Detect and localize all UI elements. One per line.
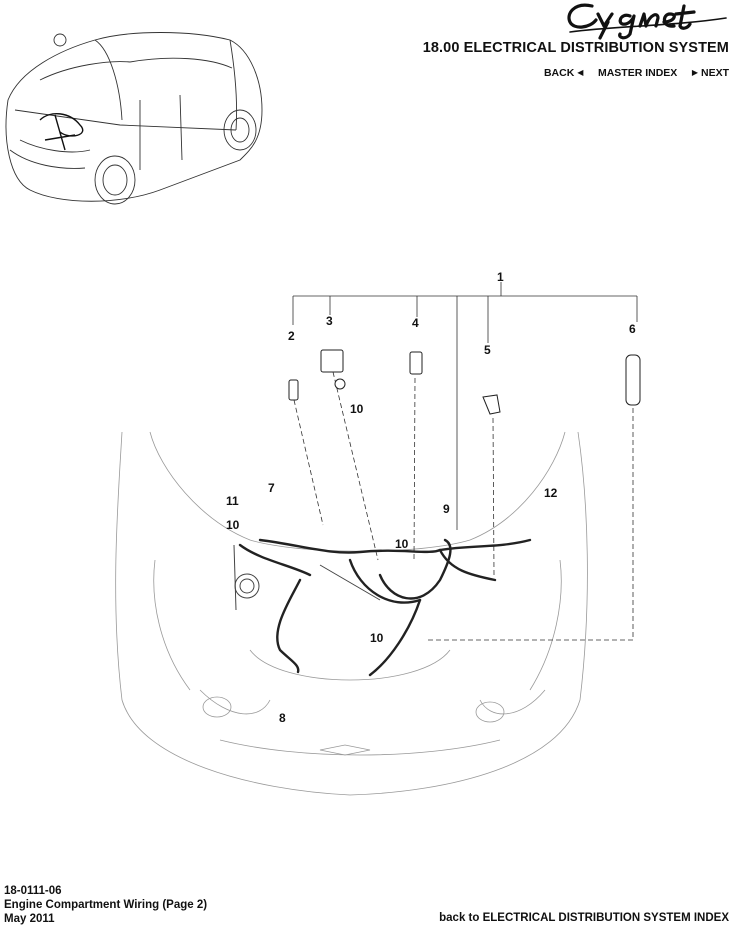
doc-number: 18-0111-06	[4, 885, 62, 897]
index-link[interactable]: back to ELECTRICAL DISTRIBUTION SYSTEM I…	[439, 912, 729, 924]
callout-5: 5	[484, 343, 491, 357]
callout-7: 7	[268, 481, 275, 495]
callout-10b: 10	[350, 402, 364, 416]
right-triangle-icon: ▶	[691, 68, 699, 77]
callout-11: 11	[226, 494, 239, 508]
callout-8: 8	[279, 711, 286, 725]
callout-10: 10	[226, 518, 240, 532]
master-index-link[interactable]: MASTER INDEX	[597, 67, 678, 79]
cygnet-logo-icon	[567, 3, 727, 40]
left-triangle-icon: ◀	[577, 68, 584, 77]
callout-9: 9	[443, 502, 450, 516]
section-title: 18.00 ELECTRICAL DISTRIBUTION SYSTEM	[422, 40, 729, 56]
next-label: NEXT	[700, 67, 729, 79]
next-link[interactable]: ▶ NEXT	[692, 67, 729, 79]
wiring-diagram: 1 2 3 4 5 6 7 8 9 10 11 12 10 10 10	[115, 270, 641, 796]
doc-title: Engine Compartment Wiring (Page 2)	[4, 899, 208, 911]
footer-info: 18-0111-06 Engine Compartment Wiring (Pa…	[4, 884, 207, 926]
callout-1: 1	[497, 270, 504, 284]
callout-10d: 10	[370, 631, 384, 645]
callout-10c: 10	[395, 537, 409, 551]
callout-2: 2	[288, 329, 295, 343]
back-link[interactable]: BACK ◀	[544, 67, 583, 79]
callout-6: 6	[629, 322, 636, 336]
doc-date: May 2011	[4, 913, 55, 925]
callout-4: 4	[412, 316, 419, 330]
callout-3: 3	[326, 314, 333, 328]
vehicle-thumbnail-icon	[5, 32, 263, 205]
nav-bar: BACK ◀ MASTER INDEX ▶ NEXT	[544, 67, 729, 79]
back-label: BACK	[543, 67, 575, 79]
callout-12: 12	[544, 486, 558, 500]
